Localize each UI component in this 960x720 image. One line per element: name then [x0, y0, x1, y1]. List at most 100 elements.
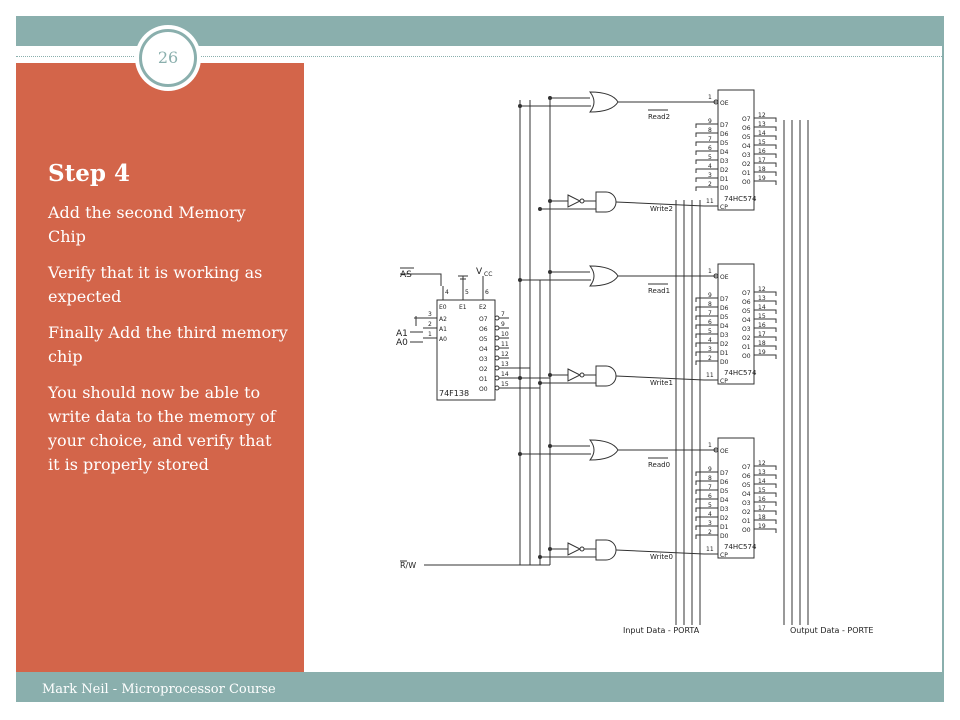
- oe-number: 1: [708, 94, 712, 101]
- inverter: [567, 194, 582, 208]
- decoder-output-number: 12: [501, 351, 509, 358]
- read-gate: [588, 265, 619, 287]
- decoder-output-number: 15: [501, 381, 509, 388]
- chip-output-number: 16: [758, 496, 766, 503]
- as-signal-wire: [400, 273, 442, 286]
- input-bus-wire: [695, 315, 704, 320]
- chip-input-label: D6: [720, 479, 729, 486]
- write-label: Write0: [650, 553, 673, 561]
- chip-input-label: D1: [720, 524, 729, 531]
- write-out-wire: [615, 375, 705, 381]
- input-bus-wire: [695, 507, 704, 512]
- chip-input-label: D6: [720, 305, 729, 312]
- chip-input-label: D1: [720, 350, 729, 357]
- input-bus-wire: [695, 342, 704, 347]
- input-bus-wire: [695, 306, 704, 311]
- chip-output-label: O0: [742, 353, 751, 360]
- cp-label: CP: [720, 378, 728, 385]
- chip-output-number: 17: [758, 157, 766, 164]
- chip-part-label: 74HC574: [724, 195, 757, 203]
- chip-input-number: 9: [708, 118, 712, 125]
- inverter-bubble: [579, 198, 585, 204]
- input-bus-wire: [695, 480, 704, 485]
- input-bus-wire: [695, 186, 704, 191]
- page-number: 26: [157, 48, 179, 67]
- junction-dot: [518, 104, 522, 108]
- junction-dot: [548, 444, 552, 448]
- and-gate: [595, 191, 617, 213]
- output-bus-wire: [768, 492, 777, 497]
- bullet-4: You should now be able to write data to …: [48, 383, 276, 474]
- input-bus-wire: [695, 516, 704, 521]
- chip-input-label: D1: [720, 176, 729, 183]
- decoder-address-label: A1: [439, 326, 447, 333]
- chip-input-number: 7: [708, 136, 712, 143]
- input-bus-wire: [695, 360, 704, 365]
- junction-dot: [538, 555, 542, 559]
- output-bus-wire: [768, 117, 777, 122]
- output-bus-wire: [768, 354, 777, 359]
- cp-label: CP: [720, 204, 728, 211]
- input-bus-wire: [695, 324, 704, 329]
- input-bus-wire: [695, 123, 704, 128]
- vcc-sub-label: CC: [484, 271, 492, 278]
- input-bus-wire: [695, 159, 704, 164]
- write-label: Write2: [650, 205, 673, 213]
- inverter: [567, 368, 582, 382]
- chip-output-number: 14: [758, 478, 766, 485]
- output-bus-wire: [768, 180, 777, 185]
- chip-output-label: O2: [742, 161, 751, 168]
- output-bus-wire: [768, 519, 777, 524]
- chip-input-number: 2: [708, 355, 712, 362]
- chip-output-number: 13: [758, 295, 766, 302]
- decoder-output-label: O6: [479, 326, 488, 333]
- chip-input-number: 6: [708, 145, 712, 152]
- read-label: Read2: [648, 113, 670, 121]
- output-bus-wire: [768, 345, 777, 350]
- input-bus-wire: [695, 489, 704, 494]
- oe-number: 1: [708, 442, 712, 449]
- chip-input-number: 4: [708, 511, 712, 518]
- output-bus-wire: [768, 501, 777, 506]
- oe-label: OE: [720, 274, 729, 281]
- input-bus-wire: [695, 471, 704, 476]
- junction-dot: [518, 452, 522, 456]
- slide-title: Step 4: [48, 160, 130, 187]
- inverter-bubble: [579, 372, 585, 378]
- output-bus-wire: [768, 318, 777, 323]
- chip-input-label: D5: [720, 140, 729, 147]
- output-bus-wire: [768, 327, 777, 332]
- chip-output-label: O3: [742, 152, 751, 159]
- right-border: [942, 16, 944, 702]
- chip-output-number: 16: [758, 148, 766, 155]
- read-gate: [588, 439, 619, 461]
- chip-output-label: O2: [742, 335, 751, 342]
- chip-output-number: 16: [758, 322, 766, 329]
- chip-input-number: 2: [708, 529, 712, 536]
- chip-output-number: 13: [758, 121, 766, 128]
- footer-text: Mark Neil - Microprocessor Course: [42, 682, 276, 697]
- chip-input-number: 4: [708, 337, 712, 344]
- output-bus-wire: [768, 291, 777, 296]
- chip-output-label: O1: [742, 518, 751, 525]
- input-bus-wire: [695, 534, 704, 539]
- chip-output-number: 13: [758, 469, 766, 476]
- decoder-enable-number: 6: [485, 289, 489, 296]
- chip-input-number: 8: [708, 301, 712, 308]
- chip-output-number: 15: [758, 139, 766, 146]
- slide-content: Step 4 Add the second Memory Chip Verify…: [48, 160, 288, 489]
- decoder-address-number: 2: [428, 321, 432, 328]
- input-bus-label: Input Data - PORTA: [623, 626, 700, 635]
- chip-input-label: D0: [720, 185, 729, 192]
- chip-input-label: D4: [720, 149, 729, 156]
- input-bus-wire: [695, 150, 704, 155]
- chip-input-number: 5: [708, 154, 712, 161]
- as-label: AS: [400, 270, 412, 280]
- chip-output-label: O6: [742, 473, 751, 480]
- output-bus-label: Output Data - PORTE: [790, 626, 873, 635]
- decoder-output-number: 11: [501, 341, 509, 348]
- chip-input-number: 4: [708, 163, 712, 170]
- chip-output-label: O5: [742, 134, 751, 141]
- chip-input-number: 7: [708, 484, 712, 491]
- chip-output-number: 15: [758, 487, 766, 494]
